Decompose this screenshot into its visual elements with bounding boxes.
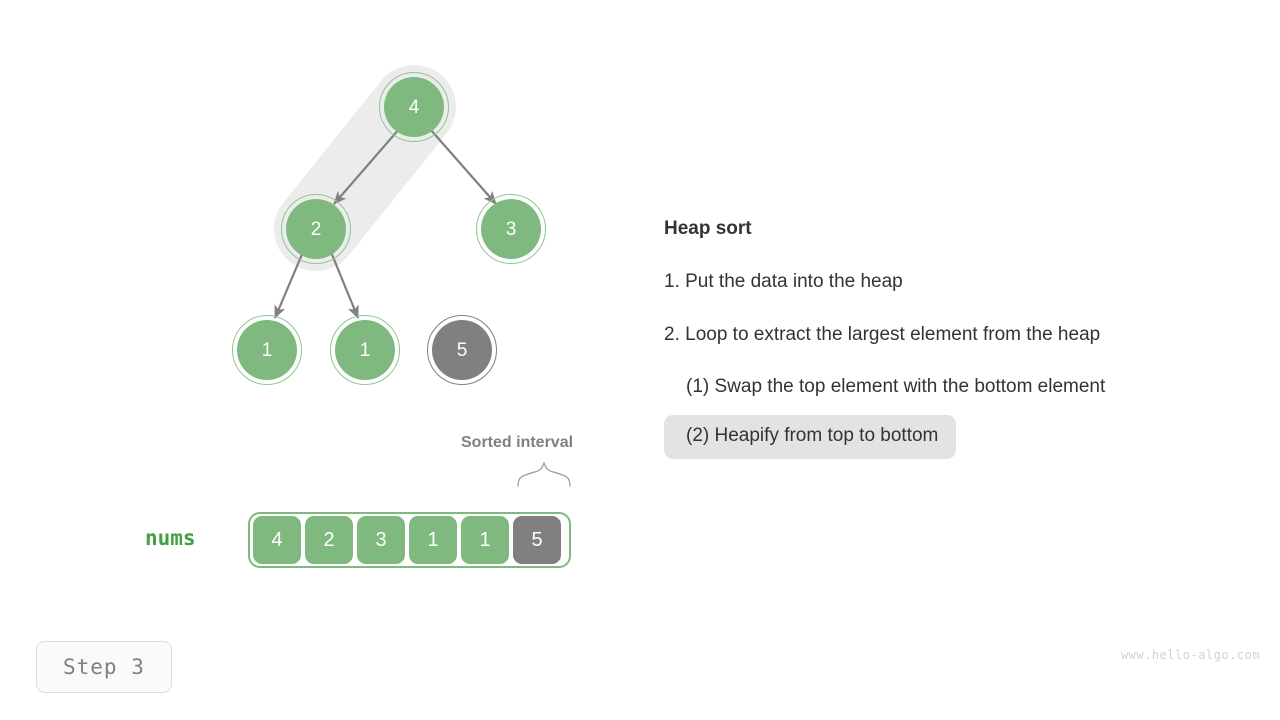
array-outline [248,512,571,568]
sorted-interval-label: Sorted interval [461,434,574,451]
tree-node-left[interactable]: 2 [281,194,351,264]
node-value: 1 [359,339,371,361]
array-cell-value: 2 [323,528,335,551]
node-ring [232,315,302,385]
tree-node-leaf-1[interactable]: 1 [232,315,302,385]
array-name-label: nums [145,526,196,550]
array-cell[interactable]: 4 [253,516,301,564]
edge-4-3 [429,128,497,205]
edge-2-1b [329,251,360,319]
tree-node-leaf-2[interactable]: 1 [330,315,400,385]
node-ring [476,194,546,264]
node-value: 3 [505,218,517,240]
node-ring [281,194,351,264]
array-cell-value: 4 [271,528,283,551]
panel-step-2: 2. Loop to extract the largest element f… [664,323,1101,345]
node-value: 2 [310,218,322,240]
watermark: www.hello-algo.com [1120,648,1260,662]
node-value: 5 [456,339,468,361]
array-cell[interactable]: 2 [305,516,353,564]
tree-node-sorted-5[interactable]: 5 [427,315,497,385]
panel-title: Heap sort [664,218,752,239]
node-value: 4 [408,96,420,118]
step-badge: Step 3 [36,641,172,693]
array-cells: 4 2 3 1 1 5 [253,516,561,564]
array-cell-value: 3 [375,528,387,551]
panel-substep-1: (1) Swap the top element with the bottom… [686,376,1106,398]
array-cell-sorted[interactable]: 5 [513,516,561,564]
array-cell[interactable]: 1 [409,516,457,564]
explanation-panel: Heap sort 1. Put the data into the heap … [664,218,1264,459]
array-cell-value: 1 [479,528,491,551]
node-ring [427,315,497,385]
array-cell[interactable]: 1 [461,516,509,564]
edge-4-2 [333,127,401,205]
panel-substep-2-active: (2) Heapify from top to bottom [664,415,957,459]
edge-2-1a [273,251,305,319]
tree-edges [273,127,497,319]
node-ring [330,315,400,385]
tree-node-root[interactable]: 4 [379,72,449,142]
tree-node-right[interactable]: 3 [476,194,546,264]
node-ring [379,72,449,142]
array-cell-value: 1 [427,528,439,551]
panel-step-1: 1. Put the data into the heap [664,270,903,292]
array-cell[interactable]: 3 [357,516,405,564]
sorted-interval-brace-icon [517,461,571,487]
node-value: 1 [261,339,273,361]
array-cell-value: 5 [531,528,543,551]
